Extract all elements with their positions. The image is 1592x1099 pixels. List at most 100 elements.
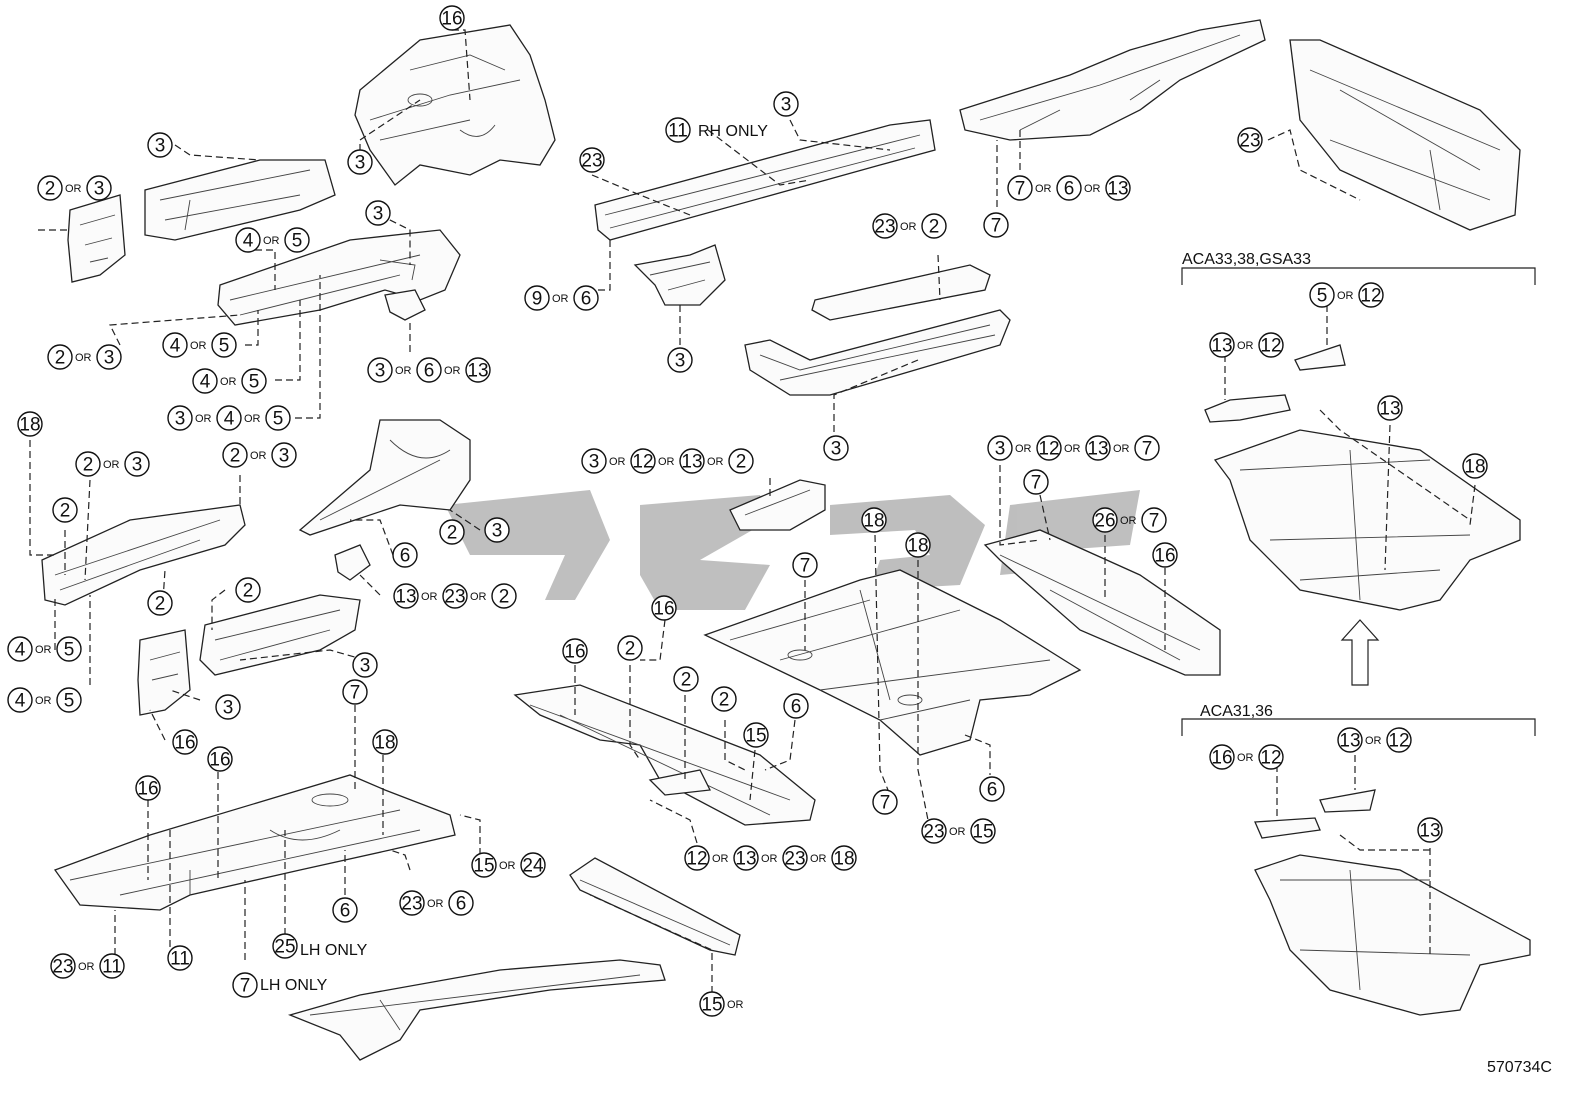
callout-number: 12 [1260,336,1281,357]
callout-number: 12 [632,452,653,473]
callout-number: 23 [923,822,944,843]
callout-number: 3 [373,204,384,225]
callout-number: 7 [1015,179,1026,200]
callout-number: 23 [784,849,805,870]
callout-number: 7 [240,976,251,997]
callout-number: 6 [456,894,467,915]
callout-bubble [17,411,43,437]
callout-bubble [1337,727,1363,753]
or-separator: OR [65,183,82,195]
callout-number: 26 [1094,511,1115,532]
callout-bubble [372,729,398,755]
callout-number: 16 [137,779,158,800]
callout-number: 4 [170,336,181,357]
callout-number: 3 [175,409,186,430]
callout-bubble [1237,127,1263,153]
callout-bubble [215,694,241,720]
or-separator: OR [263,235,280,247]
callout-number: 6 [791,697,802,718]
callout-number: 3 [104,348,115,369]
callout-number: 3 [155,136,166,157]
callout-number: 2 [155,594,166,615]
callout-bubble [1023,469,1049,495]
callout-number: 2 [60,501,71,522]
callout-bubble [673,666,699,692]
callout-number: 24 [522,856,544,877]
callout-number: 18 [374,733,395,754]
or-separator: OR [658,456,675,468]
or-separator: OR [727,999,744,1011]
or-separator: OR [552,293,569,305]
callout-bubble [831,845,857,871]
or-separator: OR [1035,183,1052,195]
callout-number: 13 [1107,179,1128,200]
callout-bubble [679,448,705,474]
callout-number: 6 [340,901,351,922]
callout-bubble [979,776,1005,802]
callout-number: 4 [224,409,235,430]
callout-number: 6 [1064,179,1075,200]
callout-number: 3 [781,95,792,116]
callout-bubble [235,227,261,253]
callout-number: 16 [174,733,195,754]
callout-number: 16 [564,642,585,663]
front-floor-pan [703,569,1082,756]
callout-bubble [1134,435,1160,461]
dash-panel [1289,39,1521,231]
callout-bubble [861,507,887,533]
rear-floor-side-member [983,529,1221,676]
callout-bubble [711,686,737,712]
or-separator: OR [250,450,267,462]
callout-bubble [47,344,73,370]
callout-number: 2 [736,452,747,473]
callout-number: 6 [424,361,435,382]
callout-number: 7 [991,216,1002,237]
callout-bubble [241,368,267,394]
callout-number: 3 [589,452,600,473]
callout-bubble [147,132,173,158]
or-separator: OR [1337,290,1354,302]
callout-bubble [651,595,677,621]
drawing-id: 570734C [1487,1059,1552,1076]
callout-bubble [471,852,497,878]
callout-bubble [1309,282,1335,308]
callout-bubble [211,332,237,358]
callout-number: 2 [45,179,56,200]
or-separator: OR [712,853,729,865]
callout-bubble [524,285,550,311]
callout-bubble [1007,175,1033,201]
callout-bubble [1209,744,1235,770]
callout-number: 13 [1379,399,1400,420]
callout-bubble [684,845,710,871]
rear-floor-pan-aca33 [1204,344,1521,611]
callout-number: 5 [292,231,303,252]
callout-bubble [7,687,33,713]
callout-bubble [970,818,996,844]
callout-bubble [342,679,368,705]
rear-floor-pan-aca31 [1254,789,1531,1016]
callout-bubble [1258,332,1284,358]
callout-number: 3 [94,179,105,200]
up-arrow-icon [1340,619,1380,686]
callout-number: 5 [273,409,284,430]
callout-bubble [667,347,693,373]
callout-number: 2 [625,639,636,660]
callout-number: 16 [653,599,674,620]
callout-bubble [699,991,725,1017]
callout-number: 12 [1388,731,1409,752]
callout-bubble [448,890,474,916]
callout-bubble [905,532,931,558]
callout-number: 18 [907,536,928,557]
callout-bubble [617,635,643,661]
callout-bubble [1092,507,1118,533]
callout-number: 7 [880,793,891,814]
callout-number: 23 [1239,131,1260,152]
callout-bubble [271,442,297,468]
callout-bubble [393,583,419,609]
callout-bubble [56,687,82,713]
callout-bubble [983,212,1009,238]
callout-bubble [50,953,76,979]
callout-bubble [172,729,198,755]
callout-number: 2 [83,455,94,476]
